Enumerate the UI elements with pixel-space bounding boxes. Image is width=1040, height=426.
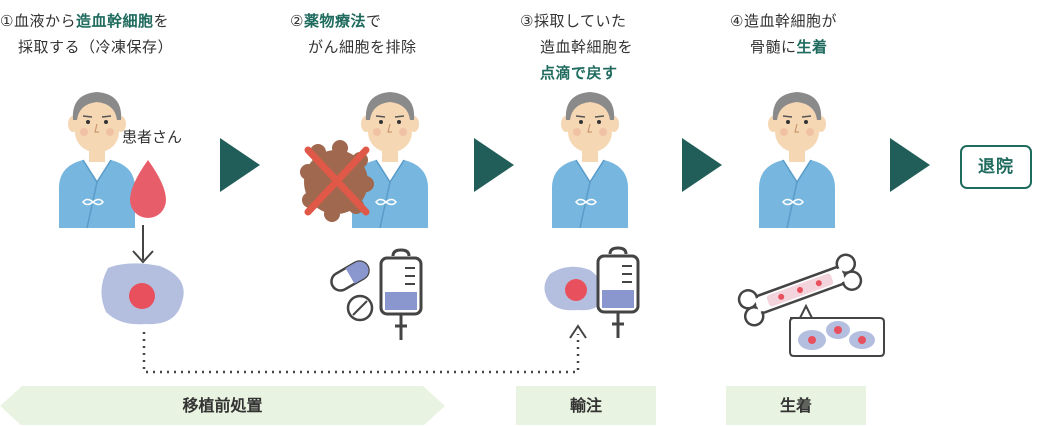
- arrow-right-icon-2: [474, 138, 514, 192]
- arrow-down-icon: [132, 225, 154, 264]
- nucleus-icon: [129, 283, 155, 309]
- step-2-line-2: がん細胞を排除: [308, 38, 417, 56]
- cross-mark-icon: [304, 146, 370, 216]
- blood-drop-icon: [130, 160, 166, 218]
- step-3-number: ③: [520, 12, 534, 30]
- step-3-text: ③採取していた 造血幹細胞を 点滴で戻す: [520, 8, 680, 86]
- patient-4-icon: [758, 91, 836, 229]
- step-4-text-a: 骨髄に: [750, 38, 797, 56]
- arrow-up-icon: [569, 324, 587, 339]
- patient-1-icon: [58, 91, 136, 229]
- banner-engraftment-label: 生着: [779, 396, 812, 415]
- discharge-box: 退院: [960, 145, 1032, 189]
- banner-conditioning-bg: [0, 386, 445, 425]
- step-1-text-c: を: [153, 12, 169, 30]
- nucleus-icon-2: [565, 279, 587, 301]
- dotted-path: [142, 332, 580, 374]
- speech-bubble: [789, 303, 885, 357]
- step-3-line-2: 造血幹細胞を: [540, 38, 634, 56]
- step-3-line-1: 採取していた: [533, 12, 627, 30]
- step-4-highlight: 生着: [796, 38, 828, 56]
- step-4-number: ④: [730, 12, 744, 30]
- step-2-text: ②薬物療法で がん細胞を排除: [290, 8, 470, 60]
- step-2-text-b: で: [365, 12, 382, 30]
- step-2-number: ②: [290, 12, 304, 30]
- step-1-highlight: 造血幹細胞: [75, 12, 154, 30]
- step-1-text: ①血液から造血幹細胞を 採取する（冷凍保存）: [0, 8, 240, 60]
- step-4-line-1: 造血幹細胞が: [743, 12, 837, 30]
- step-3-highlight: 点滴で戻す: [540, 64, 618, 82]
- bone-icon: [737, 253, 863, 327]
- step-1-line-2: 採取する（冷凍保存）: [18, 38, 174, 56]
- step-1-text-a: 血液から: [13, 12, 76, 30]
- arrow-right-icon-1: [220, 138, 260, 192]
- banner-conditioning-label: 移植前処置: [182, 396, 263, 415]
- step-1-number: ①: [0, 12, 14, 30]
- arrow-right-icon-4: [890, 138, 930, 192]
- patient-3-icon: [551, 91, 629, 229]
- capsule-icon: [330, 260, 370, 292]
- banner-infusion-bg: [516, 386, 656, 425]
- iv-bag-icon-1: [379, 248, 423, 342]
- step-2-highlight: 薬物療法: [303, 12, 366, 30]
- iv-bag-icon-2: [596, 246, 640, 340]
- patient-label: 患者さん: [122, 128, 183, 146]
- arrow-right-icon-3: [682, 138, 722, 192]
- banner-engraftment-bg: [726, 386, 866, 425]
- banner-infusion-label: 輸注: [569, 396, 602, 415]
- step-4-text: ④造血幹細胞が 骨髄に生着: [730, 8, 880, 60]
- tablet-icon: [346, 294, 374, 322]
